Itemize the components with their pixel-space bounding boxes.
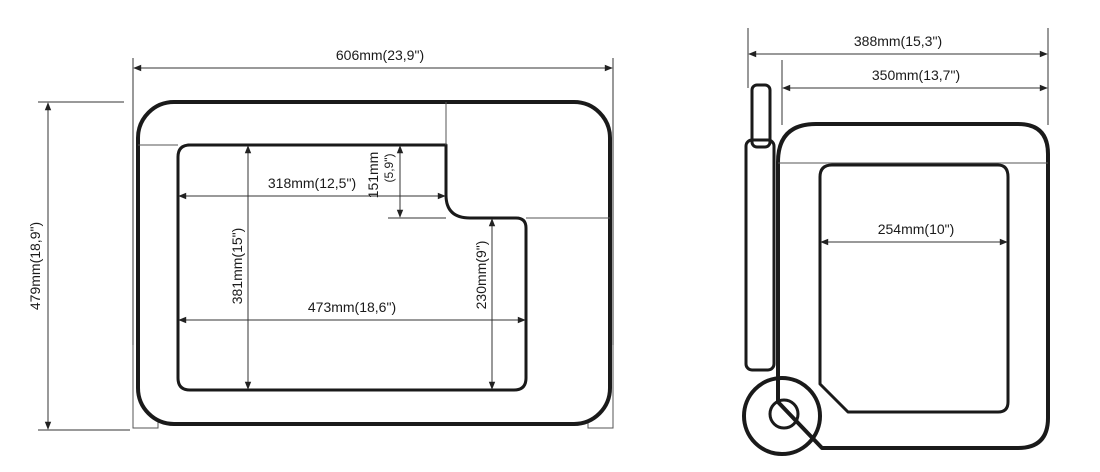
front-left-foot [132, 345, 159, 429]
dim-inner-width-top-label: 318mm(12,5") [268, 175, 356, 191]
dim-height-label: 479mm(18,9") [27, 222, 43, 310]
side-wheel-hub [768, 398, 800, 430]
side-view: 388mm(15,3") 350mm(13,7") 254mm(10") [742, 28, 1050, 456]
side-handle-grip [750, 83, 772, 149]
dim-width-label: 606mm(23,9") [336, 47, 424, 63]
dim-inner-height-label: 381mm(15") [229, 228, 245, 305]
front-view: 606mm(23,9") 479mm(18,9") 318mm(12,5") 1… [27, 47, 614, 431]
front-outer-body [136, 100, 612, 426]
dim-step-depth-inch-label: (5,9") [382, 154, 396, 183]
side-wheel-outer [742, 376, 822, 456]
dim-body-depth-label: 350mm(13,7") [872, 67, 960, 83]
dim-lower-height-label: 230mm(9") [473, 241, 489, 310]
side-inner-compartment [818, 163, 1010, 414]
dim-inner-width-bottom-label: 473mm(18,6") [308, 299, 396, 315]
dim-step-depth-label: 151mm [365, 152, 381, 199]
dim-total-depth-label: 388mm(15,3") [854, 33, 942, 49]
side-outer-body [776, 122, 1050, 450]
front-inner-compartment [176, 143, 528, 392]
front-right-foot [587, 345, 614, 429]
side-handle-bar [744, 138, 776, 372]
dim-inner-depth-label: 254mm(10") [878, 221, 955, 237]
